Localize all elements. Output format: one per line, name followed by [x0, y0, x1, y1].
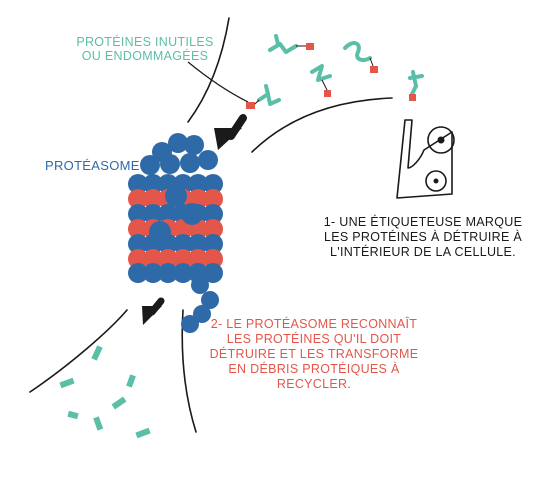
proteasome-tail-subunit	[201, 291, 219, 309]
membrane-curve-bottom-left	[29, 309, 128, 393]
proteasome-blue-subunit	[128, 204, 148, 224]
proteasome-blue-subunit	[143, 263, 163, 283]
proteasome-blue-subunit	[173, 234, 193, 254]
proteasome-blue-subunit	[181, 203, 203, 225]
proteasome-blue-subunit	[128, 263, 148, 283]
proteasome-blue-subunit	[203, 204, 223, 224]
label-pointer-line	[187, 61, 249, 103]
membrane-curve-top-left	[187, 17, 230, 123]
proteasome-red-subunit	[143, 249, 163, 269]
protein-5	[408, 70, 424, 96]
arrow-icon	[142, 297, 165, 325]
tag-links	[254, 45, 374, 105]
protein-4	[257, 84, 281, 106]
labeler-machine-icon	[396, 119, 455, 199]
proteasome-tail-subunit	[191, 276, 209, 294]
proteasome-blue-subunit	[158, 204, 178, 224]
proteasome-red-subunit	[188, 249, 208, 269]
proteasome-blue-subunit	[143, 204, 163, 224]
proteasome-red-subunit	[203, 249, 223, 269]
protein-3	[343, 41, 372, 62]
proteasome-blue-subunit	[203, 174, 223, 194]
proteasome-blue-subunit	[165, 185, 187, 207]
proteasome-blue-subunit	[128, 234, 148, 254]
step1-text: 1- UNE ÉTIQUETEUSE MARQUE LES PROTÉINES …	[323, 215, 523, 259]
membrane-curve-top-right	[251, 97, 393, 153]
proteasome-blue-subunit	[149, 221, 171, 243]
proteasome-blue-subunit	[188, 174, 208, 194]
proteasome-blue-subunit	[158, 263, 178, 283]
proteasome-red-subunit	[128, 219, 148, 239]
useless-proteins-label: PROTÉINES INUTILES OU ENDOMMAGÉES	[76, 35, 214, 63]
tags	[246, 43, 416, 109]
proteasome-label: PROTÉASOME	[45, 158, 140, 173]
proteasome-blue-subunit	[143, 174, 163, 194]
proteasome-red-subunit	[173, 249, 193, 269]
proteasome-red-subunit	[128, 189, 148, 209]
step2-text: 2- LE PROTÉASOME RECONNAÎT LES PROTÉINES…	[209, 317, 419, 391]
tag-icon	[246, 102, 255, 109]
protein-1	[268, 34, 298, 54]
proteasome-blue-subunit	[128, 174, 148, 194]
tag-icon	[324, 90, 331, 97]
labeler-reels	[433, 136, 445, 184]
tag-icon	[409, 94, 416, 101]
proteasome-cap-subunit	[140, 155, 160, 175]
proteasome-red-subunit	[128, 249, 148, 269]
protein-debris	[59, 345, 151, 439]
tag-icon	[370, 66, 378, 73]
proteasome-red-subunit	[203, 189, 223, 209]
protein-2	[310, 64, 332, 82]
tagged-proteins	[257, 34, 424, 106]
proteasome-cap-subunit	[198, 150, 218, 170]
proteasome-complex	[128, 133, 223, 333]
proteasome-blue-subunit	[203, 263, 223, 283]
proteasome-cap-subunit	[160, 154, 180, 174]
proteasome-blue-subunit	[203, 234, 223, 254]
proteasome-tail-subunit	[181, 315, 199, 333]
proteasome-red-subunit	[158, 249, 178, 269]
arrow-icon	[214, 114, 247, 150]
proteasome-cap-subunit	[180, 153, 200, 173]
proteasome-cap-subunit	[184, 135, 204, 155]
proteasome-cap-subunit	[168, 133, 188, 153]
proteasome-red-subunit	[203, 219, 223, 239]
proteasome-red-subunit	[143, 189, 163, 209]
proteasome-blue-subunit	[188, 234, 208, 254]
tag-icon	[306, 43, 314, 50]
proteasome-tail-subunit	[193, 305, 211, 323]
proteasome-blue-subunit	[173, 263, 193, 283]
